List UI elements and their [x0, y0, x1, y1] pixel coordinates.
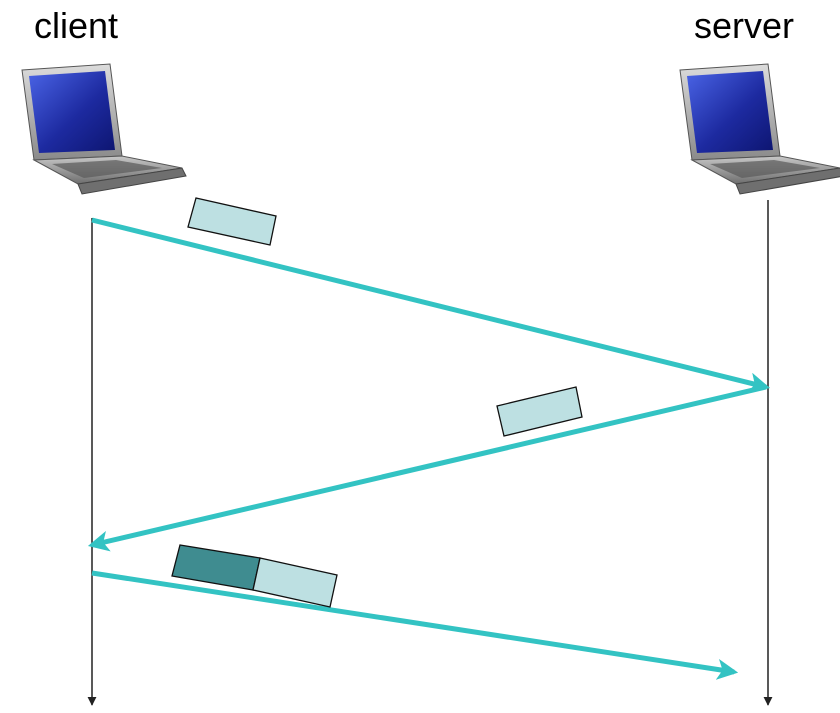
- packet-2: [496, 386, 583, 437]
- server-label: server: [694, 5, 795, 46]
- message-arrow-server-to-client: [87, 384, 767, 552]
- packet-3-payload: [252, 557, 338, 608]
- message-arrow-client-to-server-2: [91, 570, 739, 680]
- packet-1: [187, 197, 277, 246]
- client-laptop-icon: [21, 63, 187, 195]
- message-arrow-client-to-server-1: [91, 217, 771, 394]
- client-label: client: [34, 5, 119, 46]
- packet-3-header: [171, 544, 261, 591]
- server-laptop-icon: [679, 63, 840, 195]
